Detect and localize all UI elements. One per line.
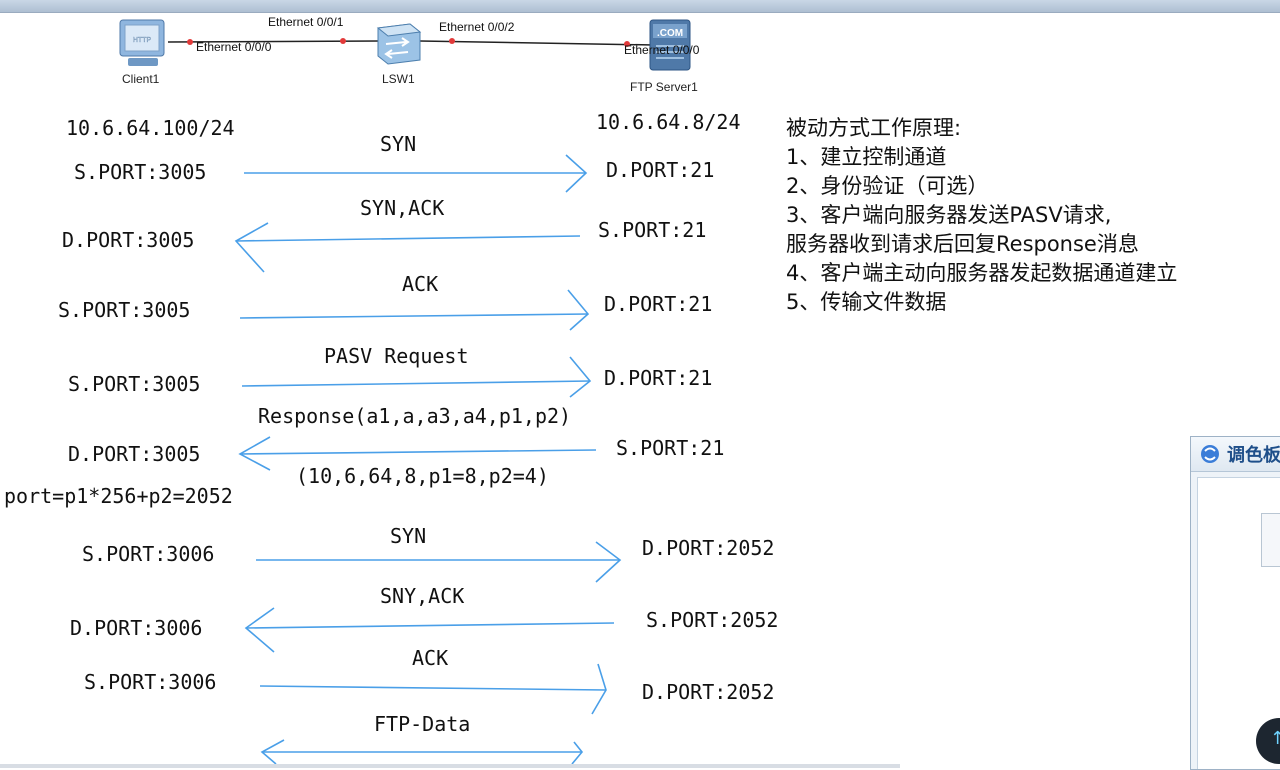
exchange-7-left: D.PORT:3006 [70,616,203,640]
exchange-7-right: S.PORT:2052 [646,608,779,632]
exchange-9-label: FTP-Data [374,712,471,736]
arrow-ack-2 [259,663,607,715]
bottom-scrollbar[interactable] [0,764,900,768]
switch-icon[interactable] [372,22,424,72]
notes-title: 被动方式工作原理: [786,116,962,140]
exchange-5-left: D.PORT:3005 [68,442,201,466]
exchange-2-left: D.PORT:3005 [62,228,195,252]
server-interface-label: Ethernet 0/0/0 [624,43,700,57]
arrow-ftp-data [260,739,584,765]
passive-mode-notes: 被动方式工作原理: 1、建立控制通道 2、身份验证（可选） 3、客户端向服务器发… [786,114,1177,317]
link-dot [624,41,630,47]
sequence-arrows [234,154,622,765]
exchange-6-right: D.PORT:2052 [642,536,775,560]
exchange-5-right: S.PORT:21 [616,436,725,460]
topology-links [167,38,655,47]
exchange-4-right: D.PORT:21 [604,366,713,390]
notes-item: 1、建立控制通道 [786,145,947,169]
exchange-3-left: S.PORT:3005 [58,298,191,322]
port-formula: port=p1*256+p2=2052 [4,484,233,508]
exchange-4-left: S.PORT:3005 [68,372,201,396]
arrow-response [238,436,597,471]
palette-icon [1201,445,1219,463]
client-icon-text: HTTP [133,37,152,44]
switch-name: LSW1 [382,72,415,86]
notes-item: 5、传输文件数据 [786,290,947,314]
client-interface-label: Ethernet 0/0/0 [196,40,272,54]
link-dot [340,38,346,44]
client-ip: 10.6.64.100/24 [66,116,235,140]
switch-port1-label: Ethernet 0/0/1 [268,15,344,29]
ftp-server-icon[interactable]: .COM [644,16,696,78]
client-pc-icon[interactable]: HTTP [116,18,172,74]
exchange-5-label: Response(a1,a,a3,a4,p1,p2) [258,404,572,428]
arrow-synack-2 [244,607,615,653]
palette-panel-button[interactable] [1261,513,1280,567]
notes-item: 4、客户端主动向服务器发起数据通道建立 [786,261,1178,285]
server-ip: 10.6.64.8/24 [596,110,741,134]
exchange-1-left: S.PORT:3005 [74,160,207,184]
server-name: FTP Server1 [630,80,698,94]
link-dot [187,39,193,45]
switch-port2-label: Ethernet 0/0/2 [439,20,515,34]
arrow-syn-1 [244,154,588,193]
exchange-3-label: ACK [402,272,439,296]
arrow-synack-1 [234,222,581,273]
exchange-1-right: D.PORT:21 [606,158,715,182]
exchange-6-left: S.PORT:3006 [82,542,215,566]
exchange-4-label: PASV Request [324,344,469,368]
arrow-up-icon: ↑ [1270,728,1280,749]
exchange-5-label2: (10,6,64,8,p1=8,p2=4) [296,464,549,488]
link-switch-server [419,40,655,46]
exchange-8-left: S.PORT:3006 [84,670,217,694]
notes-item: 3、客户端向服务器发送PASV请求, [786,203,1112,227]
exchange-2-label: SYN,ACK [360,196,445,220]
client-name: Client1 [122,72,160,86]
exchange-3-right: D.PORT:21 [604,292,713,316]
exchange-8-right: D.PORT:2052 [642,680,775,704]
exchange-7-label: SNY,ACK [380,584,465,608]
exchange-1-label: SYN [380,132,417,156]
window-title-bar [0,0,1280,13]
exchange-8-label: ACK [412,646,449,670]
server-icon-text: .COM [657,28,683,39]
exchange-6-label: SYN [390,524,427,548]
notes-item: 服务器收到请求后回复Response消息 [786,232,1139,256]
notes-item: 2、身份验证（可选） [786,174,989,198]
exchange-2-right: S.PORT:21 [598,218,707,242]
palette-panel-title: 调色板 [1227,445,1280,466]
arrow-ack-1 [239,289,590,331]
palette-panel[interactable]: 调色板 [1190,436,1280,770]
arrow-pasv [241,356,592,398]
arrow-syn-2 [256,541,622,583]
palette-panel-header[interactable]: 调色板 [1191,437,1280,472]
link-dot [449,38,455,44]
